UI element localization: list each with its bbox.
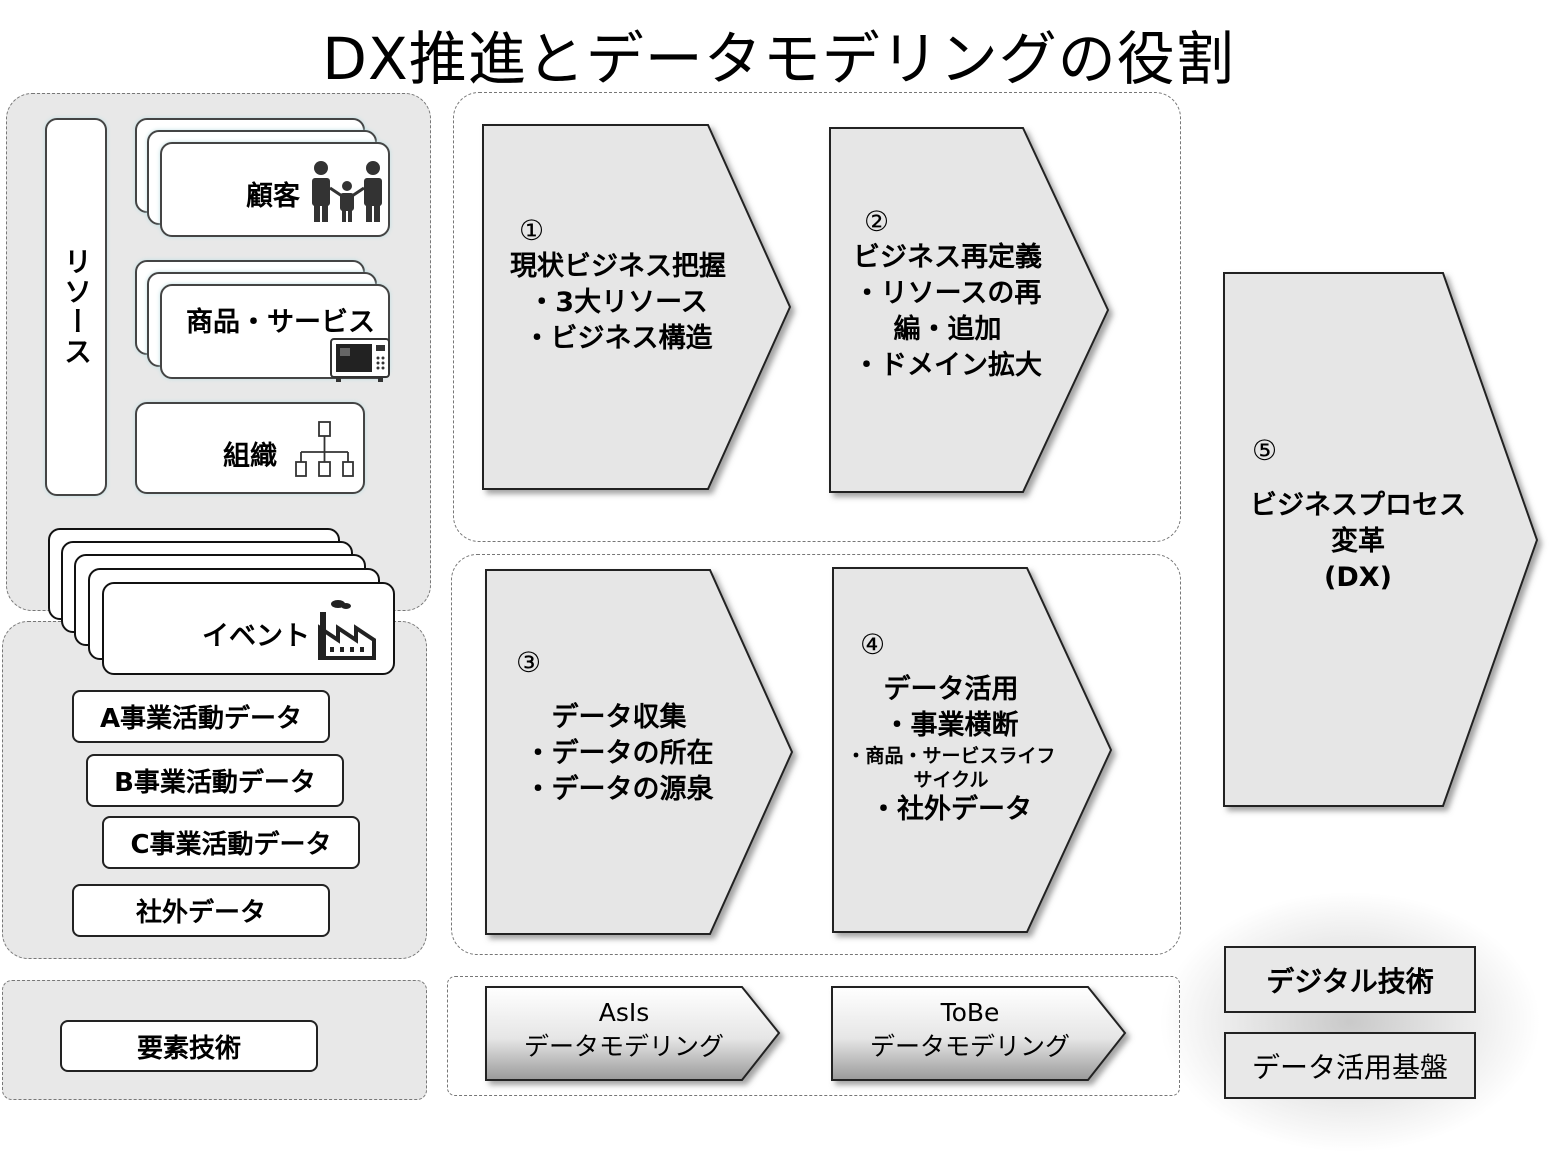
microwave-icon bbox=[330, 338, 390, 382]
product-card: 商品・サービス bbox=[160, 284, 390, 382]
step3-line1: ・データの所在 bbox=[524, 738, 714, 769]
step3-text: データ収集 ・データの所在 ・データの源泉 bbox=[486, 700, 752, 808]
step5-text: ビジネスプロセス 変革 (DX) bbox=[1224, 488, 1492, 596]
step4-title: データ活用 bbox=[883, 674, 1019, 705]
step5-number-wrap: ⑤ bbox=[1252, 434, 1277, 467]
step5-line2: 変革 bbox=[1331, 526, 1385, 557]
asis-line1: AsIs bbox=[598, 998, 650, 1027]
page-title: DX推進とデータモデリングの役割 bbox=[322, 25, 1235, 93]
asis-arrow bbox=[485, 986, 781, 1081]
step1-number: ① bbox=[519, 214, 545, 247]
step4-line2: ・商品・サービスライフ bbox=[846, 745, 1056, 767]
resource-label-box: リソース bbox=[45, 118, 107, 496]
family-icon bbox=[312, 161, 382, 222]
step1-arrow bbox=[482, 124, 792, 490]
digital-tech-box: デジタル技術 bbox=[1224, 946, 1476, 1013]
step4-line4: ・社外データ bbox=[870, 794, 1032, 825]
step3-title: データ収集 bbox=[551, 702, 687, 733]
step4-text: データ活用 ・事業横断 ・商品・サービスライフ サイクル ・社外データ bbox=[833, 672, 1069, 828]
element-tech-box: 要素技術 bbox=[60, 1020, 318, 1072]
step1-line2: ・ビジネス構造 bbox=[523, 323, 713, 354]
step2-line2: 編・追加 bbox=[893, 314, 1002, 345]
step2-arrow bbox=[829, 127, 1110, 493]
step3-arrow bbox=[485, 569, 794, 935]
event-label: イベント bbox=[202, 621, 310, 652]
tobe-arrow bbox=[831, 986, 1127, 1081]
tobe-line1: ToBe bbox=[940, 998, 1000, 1027]
asis-line2: データモデリング bbox=[523, 1032, 724, 1061]
customer-label: 顧客 bbox=[246, 181, 300, 212]
step5-line1: ビジネスプロセス bbox=[1250, 490, 1466, 521]
org-chart-icon bbox=[295, 421, 354, 477]
step2-line1: ・リソースの再 bbox=[853, 278, 1042, 309]
b-business-data: B事業活動データ bbox=[86, 754, 344, 807]
external-data: 社外データ bbox=[72, 884, 330, 937]
data-platform-box: データ活用基盤 bbox=[1224, 1032, 1476, 1099]
step4-arrow bbox=[832, 567, 1113, 933]
tobe-label: ToBe データモデリング bbox=[832, 996, 1108, 1064]
step3-line2: ・データの源泉 bbox=[524, 774, 714, 805]
factory-icon bbox=[318, 600, 376, 660]
step4-line3: サイクル bbox=[913, 769, 989, 791]
resource-label: リソース bbox=[60, 247, 93, 367]
organization-card: 組織 bbox=[135, 402, 365, 494]
step1-text: ① 現状ビジネス把握 ・3大リソース ・ビジネス構造 bbox=[483, 213, 753, 357]
asis-label: AsIs データモデリング bbox=[486, 996, 762, 1064]
product-label: 商品・サービス bbox=[186, 307, 375, 338]
tobe-line2: データモデリング bbox=[869, 1032, 1070, 1061]
event-card: イベント bbox=[102, 582, 395, 675]
a-business-data: A事業活動データ bbox=[72, 690, 330, 743]
organization-label: 組織 bbox=[223, 441, 277, 472]
step2-text: ② ビジネス再定義 ・リソースの再 編・追加 ・ドメイン拡大 bbox=[830, 204, 1065, 384]
c-business-data: C事業活動データ bbox=[102, 816, 360, 869]
customer-card: 顧客 bbox=[160, 142, 390, 237]
step4-number: ④ bbox=[860, 628, 886, 661]
step4-number-wrap: ④ bbox=[860, 628, 885, 661]
step3-number: ③ bbox=[516, 646, 542, 679]
step2-number: ② bbox=[864, 205, 890, 238]
step4-line1: ・事業横断 bbox=[883, 710, 1019, 741]
step5-number: ⑤ bbox=[1252, 434, 1278, 467]
step5-line3: (DX) bbox=[1324, 562, 1392, 593]
step1-line1: ・3大リソース bbox=[528, 287, 708, 318]
step3-number-wrap: ③ bbox=[516, 646, 541, 679]
step1-title: 現状ビジネス把握 bbox=[510, 251, 726, 282]
step2-title: ビジネス再定義 bbox=[853, 242, 1042, 273]
step2-line3: ・ドメイン拡大 bbox=[853, 350, 1042, 381]
digital-glow bbox=[1160, 892, 1540, 1152]
step5-arrow bbox=[1223, 272, 1539, 807]
